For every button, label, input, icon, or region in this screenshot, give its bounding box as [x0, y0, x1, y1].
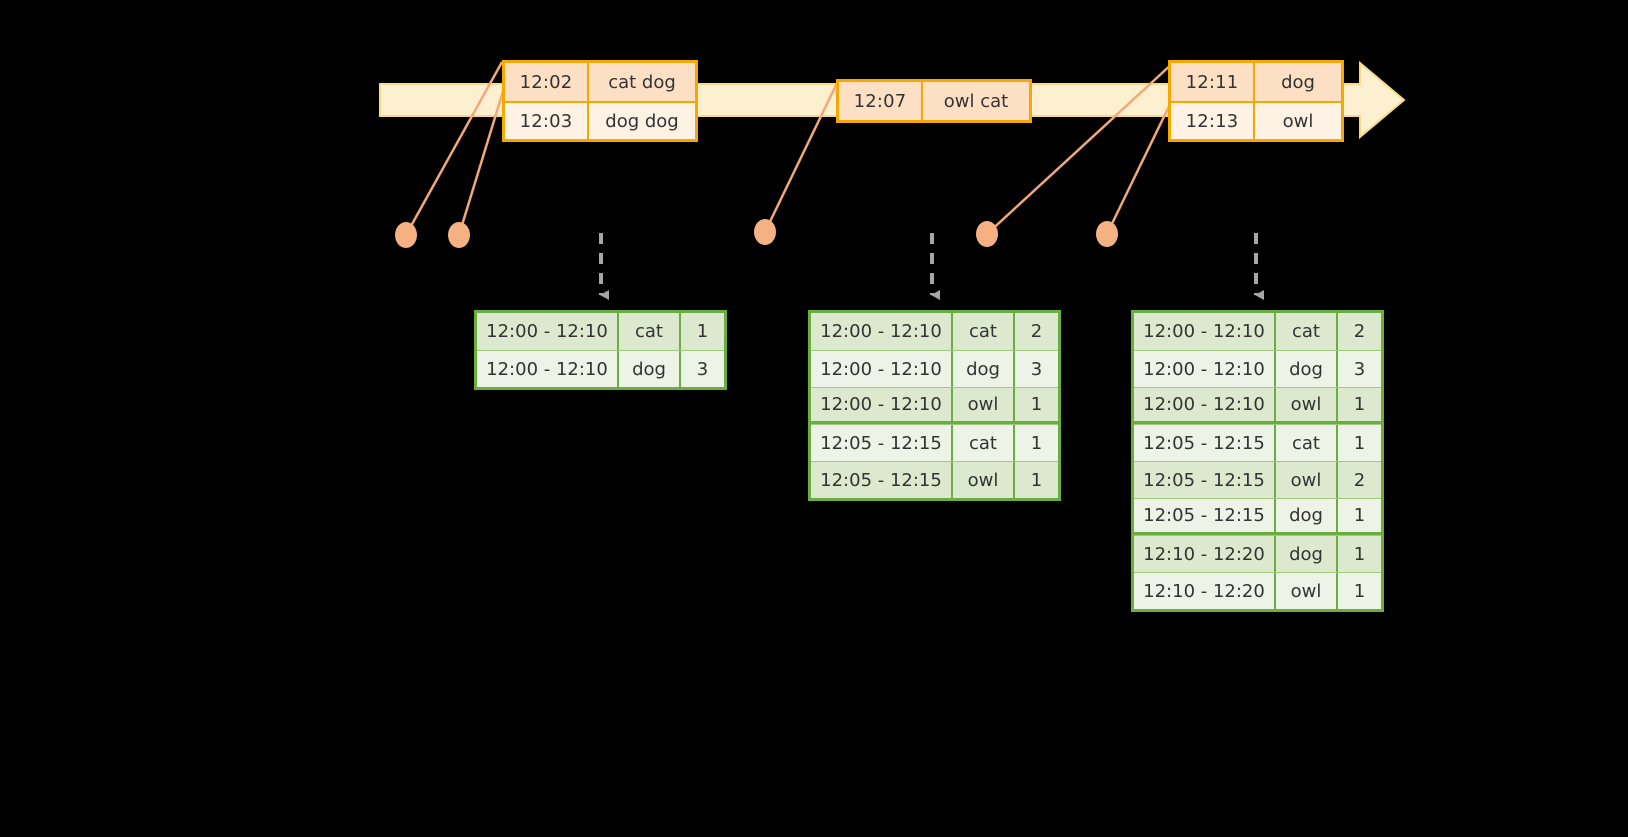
event-box-2: 12:07 owl cat	[836, 79, 1032, 123]
connector-dots	[395, 219, 1118, 248]
group-key-cell: dog	[1276, 351, 1338, 387]
event-payload: owl	[1282, 110, 1314, 132]
count-cell: 2	[1030, 321, 1043, 342]
window-range-cell: 12:05 - 12:15	[1134, 462, 1276, 498]
window-range-cell: 12:00 - 12:10	[1134, 388, 1276, 421]
count-cell: 1	[1353, 505, 1366, 526]
event-timestamp: 12:07	[839, 82, 923, 120]
group-key-cell: owl	[953, 388, 1015, 421]
group-key-cell: dog	[1276, 499, 1338, 532]
event-row: 12:07 owl cat	[839, 82, 1029, 120]
count-cell: 1	[1353, 580, 1366, 602]
event-timestamp: 12:02	[505, 63, 589, 101]
window-range-cell: 12:05 - 12:15	[811, 462, 953, 498]
event-payload: cat dog	[608, 71, 676, 93]
connector-dot-4	[976, 221, 998, 247]
window-range-cell: 12:00 - 12:10	[811, 388, 953, 421]
event-row: 12:11 dog	[1171, 63, 1341, 101]
event-payload: dog	[1281, 71, 1315, 93]
event-payload: dog dog	[605, 110, 679, 132]
connector-dot-3	[754, 219, 776, 245]
count-cell: 1	[1030, 469, 1043, 491]
connector-dot-5	[1096, 221, 1118, 247]
connector-dot-1-line	[404, 61, 504, 236]
connector-dot-2	[448, 222, 470, 248]
count-cell: 3	[1353, 358, 1366, 380]
count-cell: 3	[696, 358, 709, 380]
window-range-cell: 12:00 - 12:10	[1134, 313, 1276, 350]
window-range-cell: 12:05 - 12:15	[1134, 425, 1276, 461]
window-range-cell: 12:00 - 12:10	[811, 351, 953, 387]
window-range-cell: 12:00 - 12:10	[811, 313, 953, 350]
window-range-cell: 12:10 - 12:20	[1134, 536, 1276, 572]
connector-dot-5-line	[1105, 95, 1176, 235]
event-box-3: 12:11 dog 12:13 owl	[1168, 60, 1344, 142]
event-row: 12:13 owl	[1171, 101, 1341, 139]
count-cell: 1	[1030, 432, 1043, 454]
count-cell: 1	[696, 321, 709, 342]
group-key-cell: cat	[953, 313, 1015, 350]
group-key-cell: owl	[1276, 388, 1338, 421]
group-key-cell: cat	[953, 425, 1015, 461]
group-key-cell: owl	[1276, 462, 1338, 498]
window-range-cell: 12:05 - 12:15	[1134, 499, 1276, 532]
window-range-cell: 12:05 - 12:15	[811, 425, 953, 461]
count-cell: 1	[1353, 432, 1366, 454]
event-row: 12:03 dog dog	[505, 101, 695, 139]
group-key-cell: dog	[953, 351, 1015, 387]
count-cell: 3	[1030, 358, 1043, 380]
count-cell: 2	[1353, 469, 1366, 491]
event-timestamp: 12:11	[1171, 63, 1255, 101]
group-key-cell: cat	[619, 313, 681, 350]
event-payload: owl cat	[943, 90, 1009, 112]
window-range-cell: 12:00 - 12:10	[477, 351, 619, 387]
window-range-cell: 12:00 - 12:10	[477, 313, 619, 350]
event-box-1: 12:02 cat dog 12:03 dog dog	[502, 60, 698, 142]
group-key-cell: dog	[1276, 536, 1338, 572]
event-timestamp: 12:13	[1171, 103, 1255, 139]
group-key-cell: cat	[1276, 313, 1338, 350]
count-cell: 1	[1030, 394, 1043, 415]
connector-dot-3-line	[763, 80, 840, 233]
group-key-cell: cat	[1276, 425, 1338, 461]
count-cell: 2	[1353, 321, 1366, 342]
dashed-flow-arrows	[599, 233, 1264, 300]
window-range-cell: 12:00 - 12:10	[1134, 351, 1276, 387]
group-key-cell: owl	[1276, 573, 1338, 609]
connector-dot-1	[395, 222, 417, 248]
group-key-cell: dog	[619, 351, 681, 387]
event-row: 12:02 cat dog	[505, 63, 695, 101]
event-timestamp: 12:03	[505, 103, 589, 139]
window-range-cell: 12:10 - 12:20	[1134, 573, 1276, 609]
group-key-cell: owl	[953, 462, 1015, 498]
count-cell: 1	[1353, 543, 1366, 565]
count-cell: 1	[1353, 394, 1366, 415]
